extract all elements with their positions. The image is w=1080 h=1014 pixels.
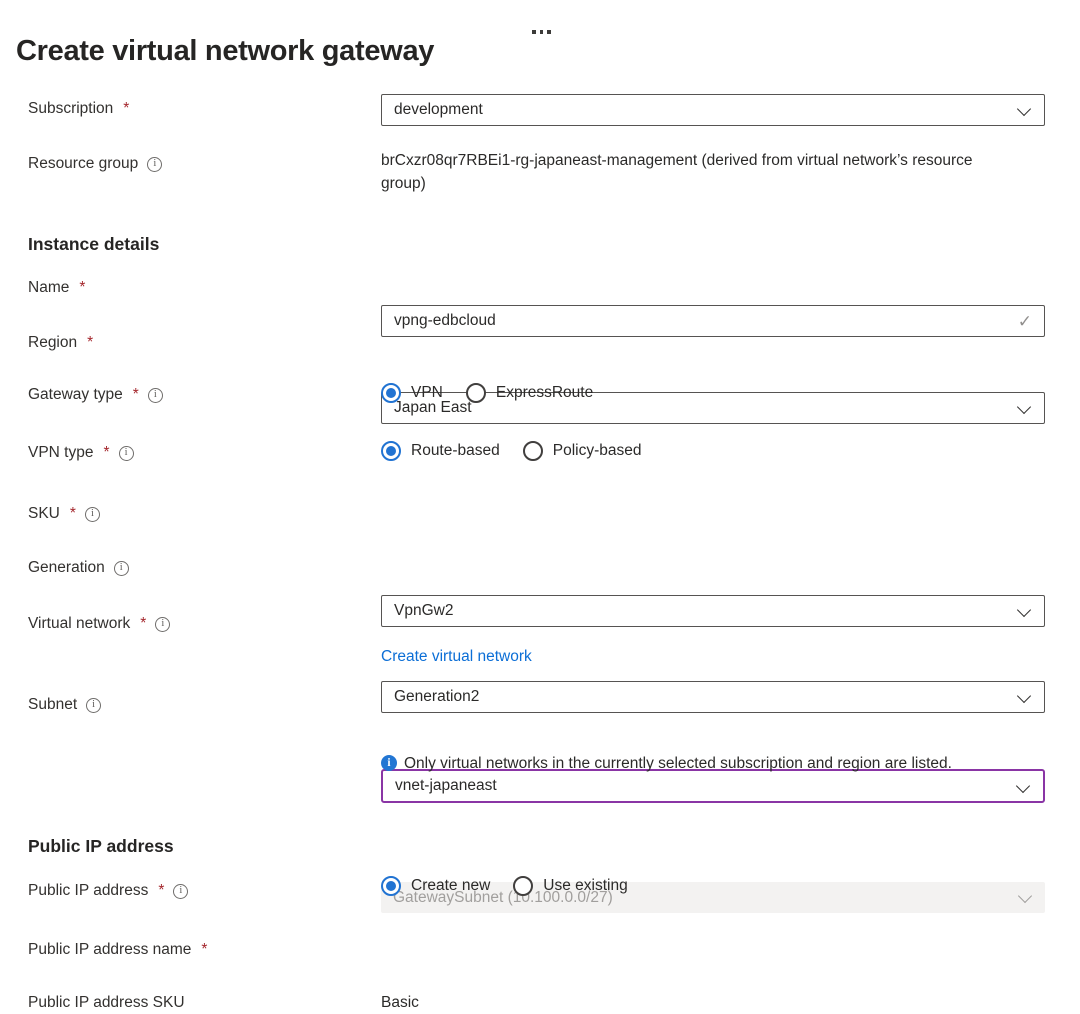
- ellipsis-horizontal-icon: [547, 30, 551, 34]
- region-value: Japan East: [394, 399, 472, 416]
- generation-dropdown[interactable]: Generation2: [381, 681, 1045, 713]
- create-virtual-network-link[interactable]: Create virtual network: [381, 648, 532, 665]
- subnet-label: Subnet i: [28, 695, 102, 715]
- radio-selected-icon: [381, 441, 401, 461]
- required-marker: *: [69, 505, 76, 522]
- chevron-down-icon: [1016, 688, 1032, 704]
- subscription-dropdown[interactable]: development: [381, 94, 1045, 126]
- generation-value: Generation2: [394, 688, 480, 705]
- radio-selected-icon: [381, 876, 401, 896]
- subscription-label: Subscription *: [28, 100, 130, 117]
- gateway-type-label: Gateway type * i: [28, 385, 163, 405]
- info-note-text: Only virtual networks in the currently s…: [404, 755, 952, 772]
- ellipsis-horizontal-icon: [539, 30, 543, 34]
- checkmark-icon: ✓: [1017, 312, 1032, 331]
- required-marker: *: [87, 334, 94, 351]
- radio-option-create-new[interactable]: Create new: [381, 876, 490, 896]
- resource-group-value: brCxzr08qr7RBEi1-rg-japaneast-management…: [381, 152, 973, 192]
- radio-unselected-icon: [465, 383, 486, 403]
- chevron-down-icon: [1016, 399, 1032, 415]
- virtual-network-dropdown[interactable]: vnet-japaneast: [381, 769, 1045, 803]
- radio-option-policy-based[interactable]: Policy-based: [522, 441, 642, 461]
- public-ip-address-sku-label: Public IP address SKU: [28, 994, 185, 1011]
- chevron-down-icon: [1016, 602, 1032, 618]
- info-icon[interactable]: i: [147, 387, 163, 403]
- generation-label: Generation i: [28, 558, 129, 578]
- name-value: vpng-edbcloud: [394, 312, 496, 329]
- chevron-down-icon: [1016, 101, 1032, 117]
- subscription-value: development: [394, 101, 483, 118]
- info-note: i Only virtual networks in the currently…: [381, 752, 1045, 775]
- info-icon[interactable]: i: [86, 697, 102, 713]
- required-marker: *: [132, 386, 139, 403]
- virtual-network-value: vnet-japaneast: [395, 777, 497, 794]
- required-marker: *: [201, 941, 208, 958]
- more-options-button[interactable]: [530, 24, 556, 40]
- radio-unselected-icon: [513, 876, 534, 896]
- info-icon[interactable]: i: [118, 445, 134, 461]
- public-ip-radio-group: Create new Use existing: [381, 876, 651, 896]
- public-ip-address-name-label: Public IP address name *: [28, 941, 208, 958]
- region-dropdown[interactable]: Japan East: [381, 392, 1045, 424]
- subnet-dropdown-disabled: GatewaySubnet (10.100.0.0/27): [381, 882, 1045, 913]
- radio-option-vpn[interactable]: VPN: [381, 383, 443, 403]
- radio-option-use-existing[interactable]: Use existing: [513, 876, 628, 896]
- sku-value: VpnGw2: [394, 602, 454, 619]
- page-title: Create virtual network gateway: [16, 35, 435, 68]
- public-ip-address-heading: Public IP address: [28, 836, 174, 856]
- public-ip-address-label: Public IP address * i: [28, 881, 189, 901]
- name-label: Name *: [28, 279, 86, 296]
- resource-group-label: Resource group i: [28, 154, 163, 174]
- info-icon[interactable]: i: [155, 616, 171, 632]
- sku-dropdown[interactable]: VpnGw2: [381, 595, 1045, 627]
- info-icon[interactable]: i: [84, 506, 100, 522]
- chevron-down-icon: [1015, 778, 1031, 794]
- subnet-value: GatewaySubnet (10.100.0.0/27): [393, 888, 613, 906]
- vpn-type-radio-group: Route-based Policy-based: [381, 441, 665, 461]
- info-icon[interactable]: i: [173, 883, 189, 899]
- name-input[interactable]: vpng-edbcloud ✓: [381, 305, 1045, 337]
- required-marker: *: [123, 100, 130, 117]
- sku-label: SKU * i: [28, 504, 100, 524]
- radio-selected-icon: [381, 383, 401, 403]
- ellipsis-horizontal-icon: [532, 30, 536, 34]
- gateway-type-radio-group: VPN ExpressRoute: [381, 383, 616, 403]
- required-marker: *: [103, 444, 110, 461]
- required-marker: *: [158, 882, 165, 899]
- virtual-network-label: Virtual network * i: [28, 614, 171, 634]
- region-label: Region *: [28, 334, 94, 351]
- radio-option-route-based[interactable]: Route-based: [381, 441, 500, 461]
- public-ip-address-sku-value: Basic: [381, 994, 419, 1011]
- info-icon[interactable]: i: [113, 560, 129, 576]
- info-icon[interactable]: i: [147, 156, 163, 172]
- required-marker: *: [79, 279, 86, 296]
- radio-option-expressroute[interactable]: ExpressRoute: [465, 383, 593, 403]
- instance-details-heading: Instance details: [28, 234, 160, 254]
- vpn-type-label: VPN type * i: [28, 443, 134, 463]
- required-marker: *: [140, 615, 147, 632]
- radio-unselected-icon: [522, 441, 543, 461]
- info-filled-icon: i: [381, 755, 397, 771]
- chevron-down-icon: [1017, 888, 1033, 904]
